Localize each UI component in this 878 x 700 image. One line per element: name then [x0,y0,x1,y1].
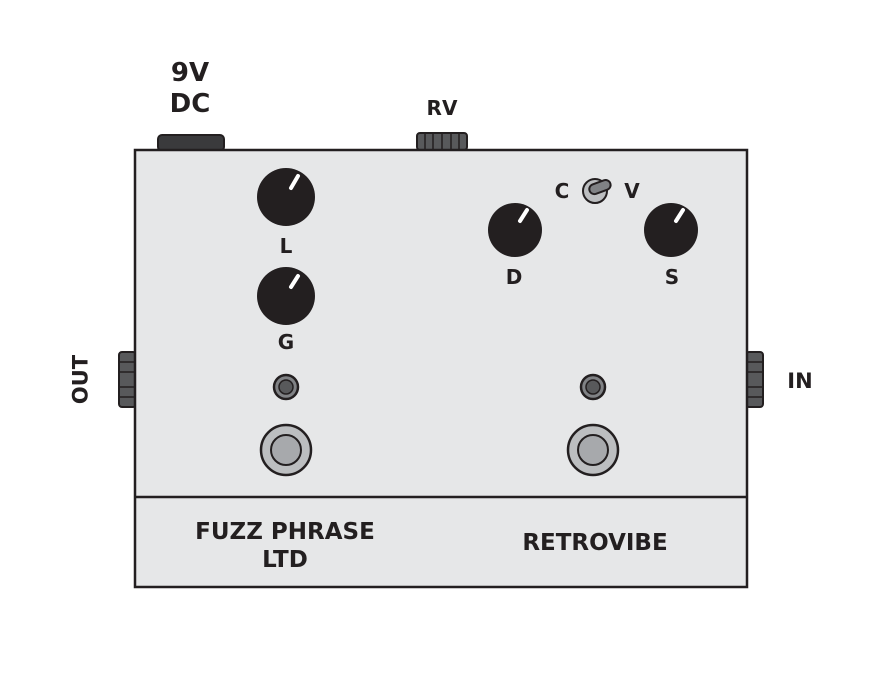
vibe-footswitch[interactable] [566,423,620,477]
fuzz-name-line1: FUZZ PHRASE [195,519,375,545]
fuzz-footswitch[interactable] [259,423,313,477]
toggle-left-label: C [554,179,570,203]
knob-s[interactable] [644,203,698,257]
vibe-led [579,373,607,401]
power-jack [157,134,225,152]
knob-g-label: G [277,330,295,354]
out-jack-label: OUT [68,354,93,405]
knob-l-label: L [279,234,293,258]
toggle-switch[interactable] [582,178,612,204]
knob-d-label: D [505,265,523,289]
fuzz-name: FUZZ PHRASE LTD [175,518,395,574]
knob-g[interactable] [257,267,315,325]
in-jack [745,351,764,408]
knob-l[interactable] [257,168,315,226]
fuzz-led [272,373,300,401]
rv-jack [416,132,468,151]
knob-d[interactable] [488,203,542,257]
power-jack-label-line2: DC [169,89,211,119]
toggle-right-label: V [624,179,640,203]
knob-s-label: S [664,265,680,289]
power-jack-label: 9V DC [150,58,230,120]
out-jack [118,351,137,408]
power-jack-label-line1: 9V [170,58,210,88]
fuzz-name-line2: LTD [262,547,308,573]
vibe-name: RETROVIBE [522,530,668,556]
in-jack-label: IN [787,369,813,393]
rv-jack-label: RV [426,96,458,120]
